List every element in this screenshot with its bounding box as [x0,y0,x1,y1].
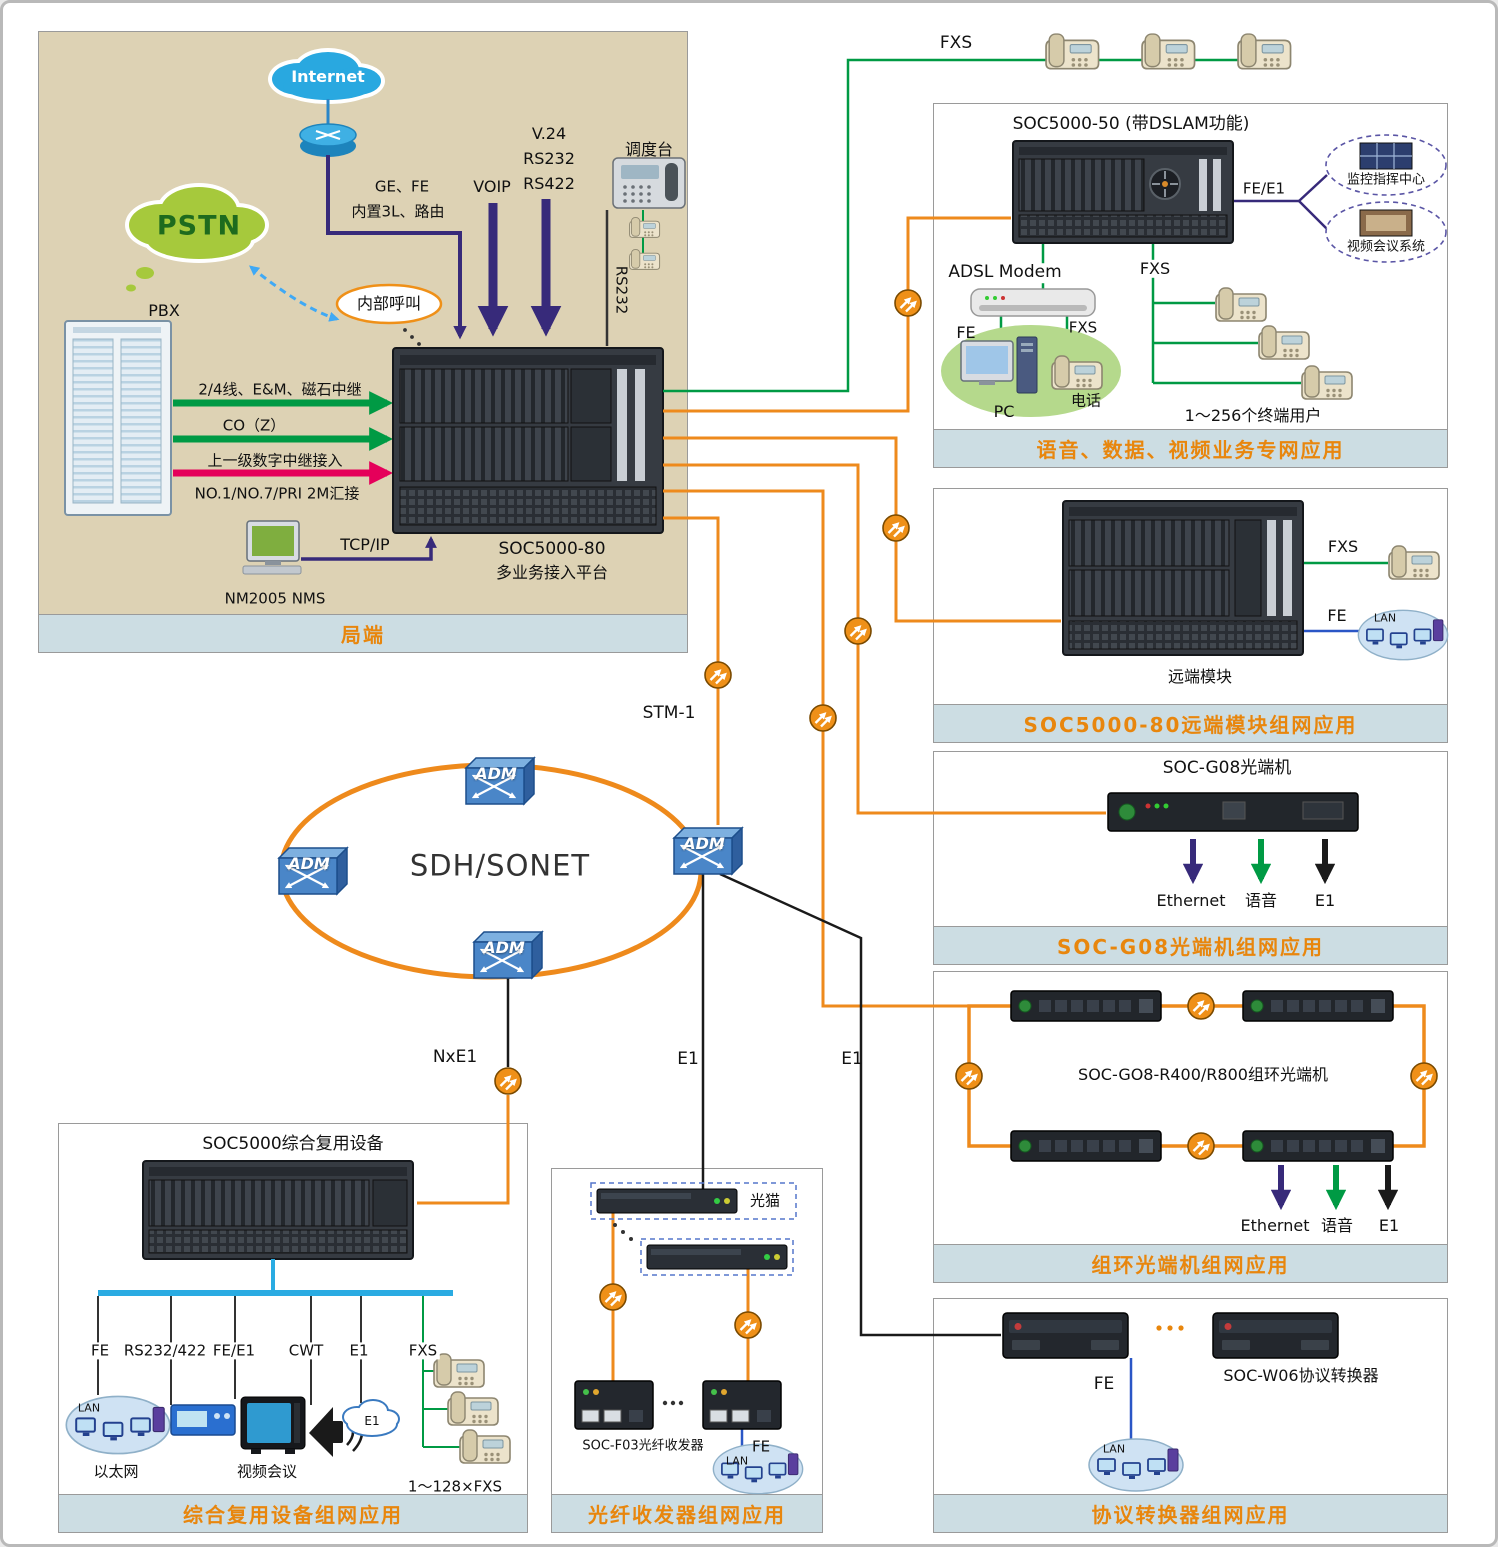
dispatch-console-label: 调度台 [624,139,674,159]
fxs-phone [1045,33,1100,70]
fxs-right-label: FXS [1136,259,1174,279]
voip-label: VOIP [473,176,511,196]
adm-label: ADM [683,833,725,853]
fxs-top-label: FXS [939,33,973,54]
internet-label: Internet [291,66,365,86]
remote-module-title-text: SOC5000-80远端模块组网应用 [1023,713,1358,737]
mux-port-fe-label: FE [87,1342,113,1360]
fiber-fe-label: FE [751,1437,771,1456]
ring-voice-label: 语音 [1320,1215,1354,1235]
g08-e1-label: E1 [1314,890,1336,910]
fe-label: FE [956,322,976,342]
soc80-desc-label: 多业务接入平台 [495,562,609,582]
fiber-lan-label: LAN [725,1454,749,1468]
pbx-label: PBX [148,300,180,320]
mux-title: 综合复用设备组网应用 [59,1494,527,1532]
fxs-phone [1237,33,1292,70]
trunk-digital2-label: NO.1/NO.7/PRI 2M汇接 [194,484,360,503]
trunk-digital-label: 上一级数字中继接入 [207,451,343,470]
g08-title-text: SOC-G08光端机组网应用 [1056,935,1325,959]
remote-module-label: 远端模块 [1167,666,1233,686]
mux-port-rs232-label: RS232/422 [120,1342,210,1360]
ring-otm-device-label: SOC-GO8-R400/R800组环光端机 [1078,1064,1328,1084]
rs232-label: RS232 [523,148,575,168]
adsl-modem-label: ADSL Modem [945,263,1065,283]
adm-label: ADM [475,763,517,783]
trunk-co-label: CO（Z） [222,416,286,435]
builtin-route-label: 内置3L、路由 [351,202,445,221]
v24-label: V.24 [531,123,567,143]
central-office-title-text: 局端 [341,623,385,647]
fiber-transceiver-title-text: 光纤收发器组网应用 [588,1503,786,1527]
ring-ethernet-label: Ethernet [1240,1215,1310,1235]
nxe1-label: NxE1 [432,1047,478,1068]
adm-label: ADM [483,937,525,957]
f03-device-label: SOC-F03光纤收发器 [582,1438,704,1454]
central-office-title: 局端 [39,614,687,652]
telephone-label: 电话 [1070,391,1102,410]
protocol-converter-panel: 协议转换器组网应用 [933,1298,1448,1533]
mux-device-label: SOC5000综合复用设备 [202,1134,384,1155]
triple-play-title: 语音、数据、视频业务专网应用 [934,429,1447,467]
mux-port-fxs-label: FXS [405,1342,441,1360]
g08-device-label: SOC-G08光端机 [1162,758,1292,779]
tcpip-label: TCP/IP [340,534,390,554]
protocol-fe-label: FE [1093,1374,1115,1395]
monitor-center-label: 监控指挥中心 [1346,172,1426,188]
terminal-users-label: 1～256个终端用户 [1184,405,1322,425]
mux-port-fee1-label: FE/E1 [209,1342,259,1360]
ge-fe-label: GE、FE [374,177,430,196]
fxs-phone [1141,33,1196,70]
rs232-vertical-label: RS232 [612,265,631,315]
mux-video-conference-label: 视频会议 [236,1462,298,1481]
ring-otm-panel: 组环光端机组网应用 [933,971,1448,1283]
mux-port-cwt-label: CWT [285,1342,327,1360]
adm-label: ADM [288,853,330,873]
rs422-label: RS422 [523,173,575,193]
mux-lan-label: LAN [77,1401,101,1415]
ethernet-cn-label: 以太网 [93,1462,139,1481]
e1-right-label: E1 [841,1049,863,1070]
remote-fe-label: FE [1327,605,1347,625]
protocol-converter-title-text: 协议转换器组网应用 [1091,1503,1290,1527]
fxs-modem-label: FXS [1068,318,1098,337]
pstn-label: PSTN [156,210,242,242]
mux-port-e1-label: E1 [346,1342,372,1360]
g08-title: SOC-G08光端机组网应用 [934,926,1447,964]
w06-device-label: SOC-W06协议转换器 [1223,1365,1379,1385]
fiber-transceiver-panel: 光纤收发器组网应用 [551,1168,823,1533]
trunk-analog-label: 2/4线、E&M、磁石中继 [198,380,362,399]
e1-cloud-label: E1 [364,1414,380,1429]
remote-fxs-label: FXS [1327,536,1359,556]
nms-label: NM2005 NMS [224,589,326,608]
remote-module-title: SOC5000-80远端模块组网应用 [934,704,1447,742]
fiber-transceiver-title: 光纤收发器组网应用 [552,1494,822,1532]
soc50-label: SOC5000-50 (带DSLAM功能) [1012,114,1250,135]
mux-title-text: 综合复用设备组网应用 [183,1503,403,1527]
protocol-converter-title: 协议转换器组网应用 [934,1494,1447,1532]
pc-label: PC [993,401,1015,421]
remote-lan-label: LAN [1373,611,1397,625]
fe-e1-label: FE/E1 [1242,179,1286,198]
video-conference-label: 视频会议系统 [1346,239,1426,255]
fxs-count-label: 1～128×FXS [407,1477,503,1496]
e1-left-label: E1 [677,1049,699,1070]
g08-ethernet-label: Ethernet [1156,890,1226,910]
optical-modem-label: 光猫 [749,1191,781,1210]
protocol-lan-label: LAN [1102,1442,1126,1456]
remote-module-panel: SOC5000-80远端模块组网应用 [933,488,1448,743]
ring-e1-label: E1 [1378,1215,1400,1235]
triple-play-title-text: 语音、数据、视频业务专网应用 [1036,438,1345,462]
sdh-sonet-label: SDH/SONET [409,848,591,883]
ring-otm-title: 组环光端机组网应用 [934,1244,1447,1282]
g08-voice-label: 语音 [1244,890,1278,910]
soc80-name-label: SOC5000-80 [498,539,606,560]
stm1-label: STM-1 [642,703,696,724]
ring-otm-title-text: 组环光端机组网应用 [1091,1253,1290,1277]
internal-call-label: 内部呼叫 [356,293,422,313]
g08-panel: SOC-G08光端机组网应用 [933,751,1448,965]
